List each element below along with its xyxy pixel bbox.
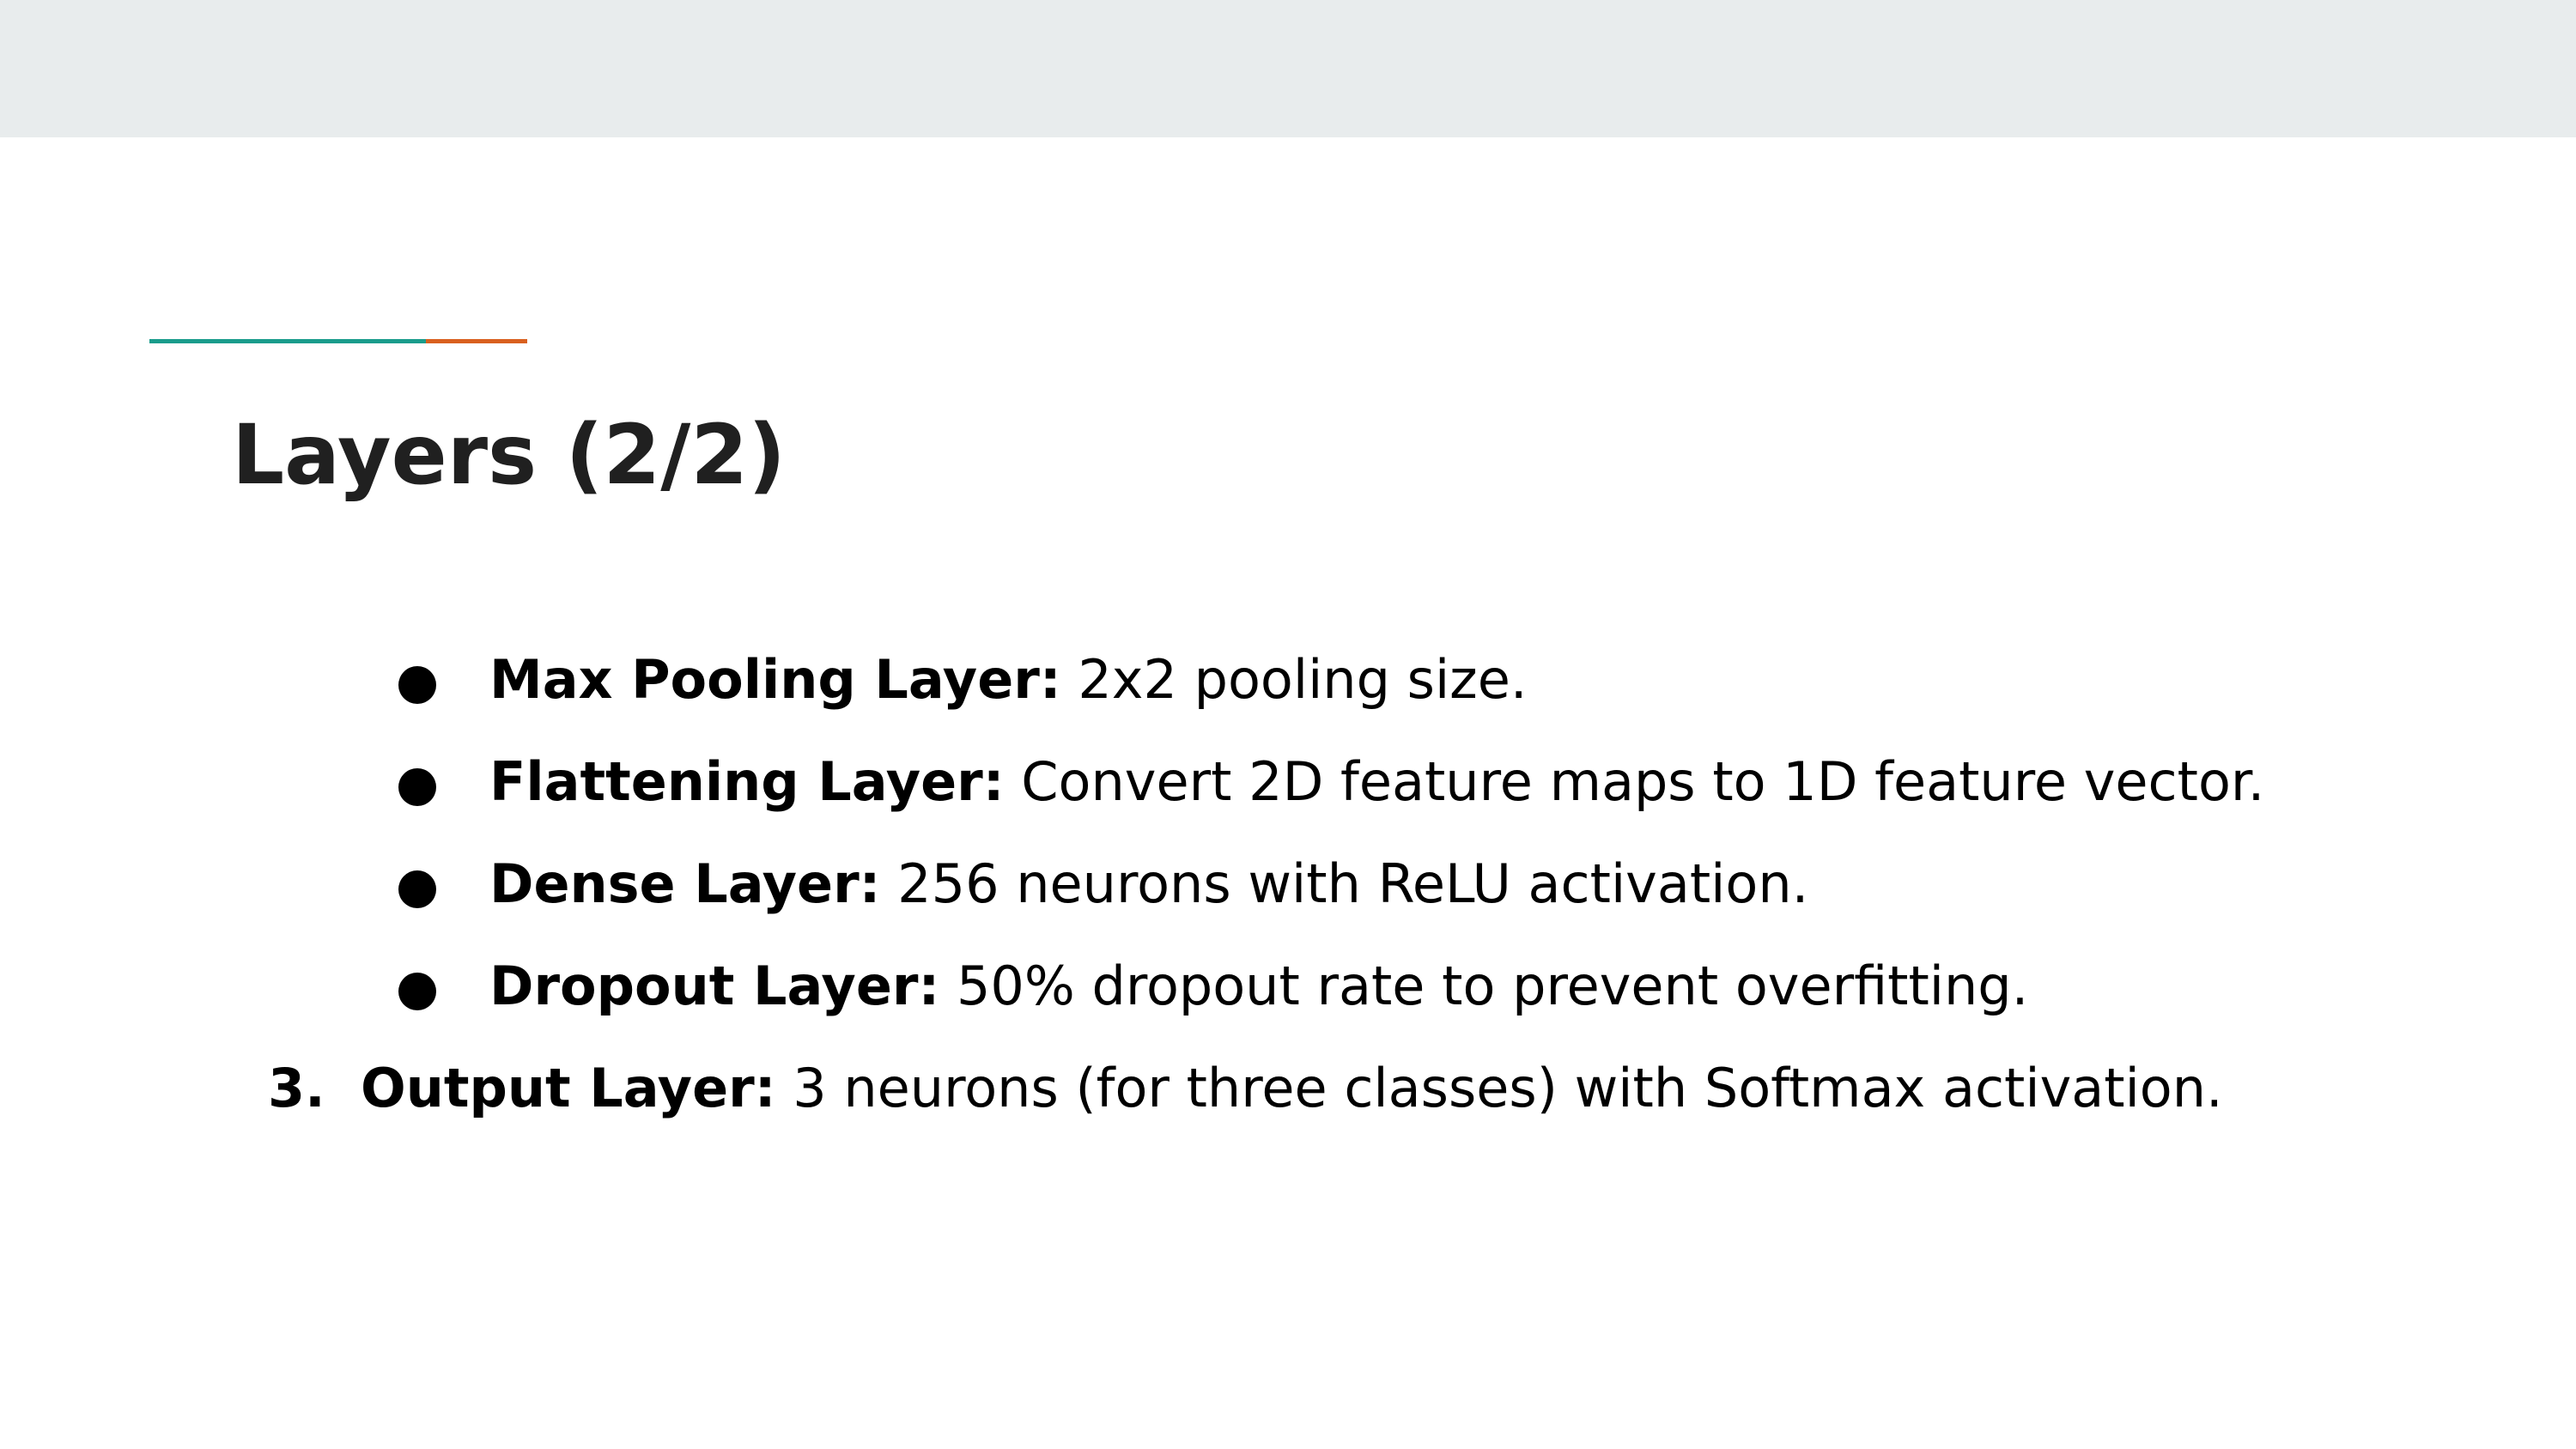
bullet-icon (398, 666, 436, 704)
bullet-icon (398, 870, 436, 908)
bullet-term: Dense Layer: (489, 852, 881, 915)
accent-line-teal (149, 339, 426, 343)
slide-title: Layers (2/2) (232, 407, 786, 503)
list-item: Max Pooling Layer: 2x2 pooling size. (398, 646, 1528, 714)
list-item: Flattening Layer: Convert 2D feature map… (398, 748, 2264, 816)
bullet-term: Dropout Layer: (489, 955, 940, 1017)
bullet-term: Flattening Layer: (489, 750, 1005, 813)
accent-line-orange (426, 339, 527, 343)
numbered-text: 3 neurons (for three classes) with Softm… (775, 1057, 2223, 1119)
bullet-text: 50% dropout rate to prevent overfitting. (939, 955, 2029, 1017)
list-item: Dropout Layer: 50% dropout rate to preve… (398, 952, 2028, 1021)
bullet-text: Convert 2D feature maps to 1D feature ve… (1004, 750, 2265, 813)
item-number: 3. (268, 1057, 325, 1119)
top-band (0, 0, 2576, 137)
numbered-item: 3. Output Layer: 3 neurons (for three cla… (268, 1054, 2223, 1123)
list-item: Dense Layer: 256 neurons with ReLU activ… (398, 850, 1808, 919)
bullet-term: Max Pooling Layer: (489, 648, 1061, 711)
bullet-icon (398, 768, 436, 806)
bullet-text: 2x2 pooling size. (1060, 648, 1528, 711)
numbered-term: Output Layer: (361, 1057, 776, 1119)
bullet-text: 256 neurons with ReLU activation. (880, 852, 1809, 915)
bullet-icon (398, 973, 436, 1010)
